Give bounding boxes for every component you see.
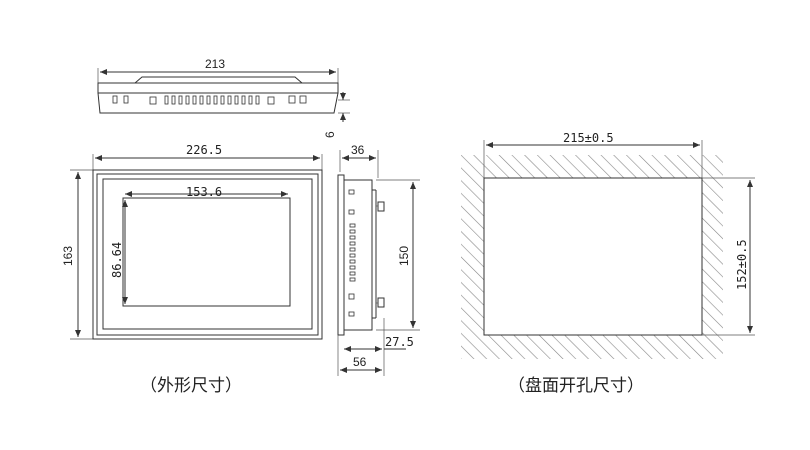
cutout-width-label: 215±0.5 bbox=[563, 131, 614, 145]
side-view: 36 150 27.5 56 bbox=[337, 143, 420, 376]
front-width-label: 226.5 bbox=[186, 143, 222, 157]
side-clip-bottom bbox=[377, 297, 385, 308]
front-bezel-recess bbox=[102, 178, 313, 330]
side-housing bbox=[344, 179, 373, 331]
front-screen-area bbox=[122, 197, 291, 307]
top-view-base bbox=[97, 92, 339, 114]
cutout-opening bbox=[483, 177, 703, 336]
outline-dimensions-caption: （外形尺寸） bbox=[140, 376, 242, 396]
top-view-bezel bbox=[133, 76, 304, 84]
side-height-label: 150 bbox=[397, 246, 411, 266]
side-clip-top bbox=[377, 201, 385, 212]
cutout-height-label: 152±0.5 bbox=[735, 239, 749, 290]
top-view: 213 6 bbox=[97, 57, 350, 138]
side-ports bbox=[348, 189, 356, 317]
top-view-body bbox=[97, 82, 339, 94]
side-rear-depth-label: 27.5 bbox=[385, 335, 414, 349]
top-width-label: 213 bbox=[205, 57, 225, 71]
front-outer-frame bbox=[92, 169, 323, 340]
panel-hatching bbox=[461, 155, 723, 359]
side-depth-label: 36 bbox=[351, 143, 365, 157]
side-total-depth-label: 56 bbox=[353, 355, 367, 369]
cutout-view: 215±0.5 152±0.5 bbox=[461, 131, 755, 359]
top-view-ports bbox=[112, 95, 307, 105]
screen-width-label: 153.6 bbox=[186, 185, 222, 199]
front-view: 226.5 163 153.6 86.64 bbox=[61, 143, 323, 340]
front-inner-frame bbox=[96, 173, 319, 336]
top-height-label: 6 bbox=[323, 131, 337, 138]
front-height-label: 163 bbox=[61, 246, 75, 266]
cutout-dimensions-caption: （盘面开孔尺寸） bbox=[508, 376, 644, 396]
side-front-panel bbox=[337, 174, 345, 336]
screen-height-label: 86.64 bbox=[110, 242, 124, 278]
